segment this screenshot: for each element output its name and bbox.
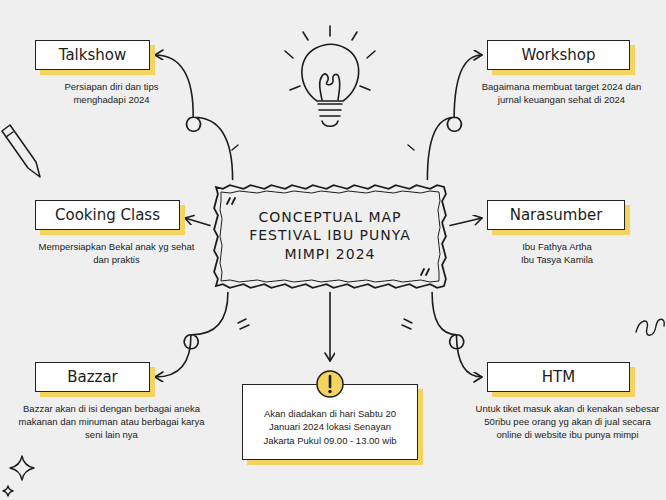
- connector-arrow: [329, 293, 331, 362]
- alert-mark: [329, 376, 332, 387]
- quote-marks: [227, 198, 429, 275]
- heading-box: Cooking ClassMempersiapkan Bekal anak yg…: [35, 200, 180, 230]
- description-group: Untuk tiket masuk akan di kenakan sebesa…: [475, 403, 660, 441]
- title-frame: CONCEPTUAL MAP FESTIVAL IBU PUNYA MIMPI …: [214, 184, 446, 289]
- alert-icon: [315, 369, 345, 399]
- sparkle-icon: [3, 456, 34, 496]
- heading-box: TalkshowPersiapan diri dan tips menghada…: [35, 40, 150, 70]
- connector-arrow: [432, 293, 482, 378]
- pencil-icon: [2, 125, 40, 177]
- alert-circle: [317, 371, 343, 397]
- description-group: Persiapan diri dan tips menghadapi 2024: [42, 81, 182, 107]
- connector-arrow: [427, 55, 482, 180]
- frame-inner: [220, 191, 440, 282]
- heading-box: HTMUntuk tiket masuk akan di kenakan seb…: [487, 362, 630, 392]
- lightbulb-icon: [285, 26, 375, 126]
- connector-arrow: [155, 55, 233, 180]
- connector-arrow: [450, 218, 482, 226]
- title-text: CONCEPTUAL MAP FESTIVAL IBU PUNYA MIMPI …: [230, 208, 430, 265]
- heading-text: Bazzar: [67, 368, 118, 386]
- heading-text: HTM: [542, 368, 575, 386]
- description-text: Persiapan diri dan tips menghadapi 2024: [42, 81, 182, 107]
- connector-arrow: [155, 293, 228, 378]
- description-text: Untuk tiket masuk akan di kenakan sebesa…: [475, 403, 660, 441]
- description-text: Ibu Fathya Artha: [492, 241, 622, 254]
- heading-box: NarasumberIbu Fathya ArthaIbu Tasya Kami…: [487, 200, 625, 230]
- description-text: Bagaimana membuat target 2024 dan jurnal…: [474, 81, 649, 107]
- description-text: Ibu Tasya Kamila: [492, 254, 622, 267]
- description-text: Bazzar akan di isi dengan berbagai aneka…: [17, 403, 207, 441]
- description-text: Mempersiapkan Bekal anak yg sehat dan pr…: [34, 241, 199, 267]
- heading-text: Workshop: [521, 46, 595, 64]
- heading-text: Narasumber: [510, 206, 603, 224]
- heading-text: Cooking Class: [55, 206, 160, 224]
- info-text: Akan diadakan di hari Sabtu 20 Januari 2…: [255, 407, 405, 447]
- heading-text: Talkshow: [59, 46, 127, 64]
- alert-dot: [328, 390, 331, 393]
- description-group: Ibu Fathya ArthaIbu Tasya Kamila: [492, 241, 622, 267]
- info-box: Akan diadakan di hari Sabtu 20 Januari 2…: [242, 384, 418, 460]
- frame-outer: [214, 185, 446, 288]
- heading-box: BazzarBazzar akan di isi dengan berbagai…: [35, 362, 150, 392]
- description-group: Bazzar akan di isi dengan berbagai aneka…: [17, 403, 207, 441]
- heading-box: WorkshopBagaimana membuat target 2024 da…: [487, 40, 630, 70]
- description-group: Mempersiapkan Bekal anak yg sehat dan pr…: [34, 241, 199, 267]
- description-group: Bagaimana membuat target 2024 dan jurnal…: [474, 81, 649, 107]
- squiggle-icon: [636, 319, 664, 335]
- connector-arrow: [185, 218, 210, 226]
